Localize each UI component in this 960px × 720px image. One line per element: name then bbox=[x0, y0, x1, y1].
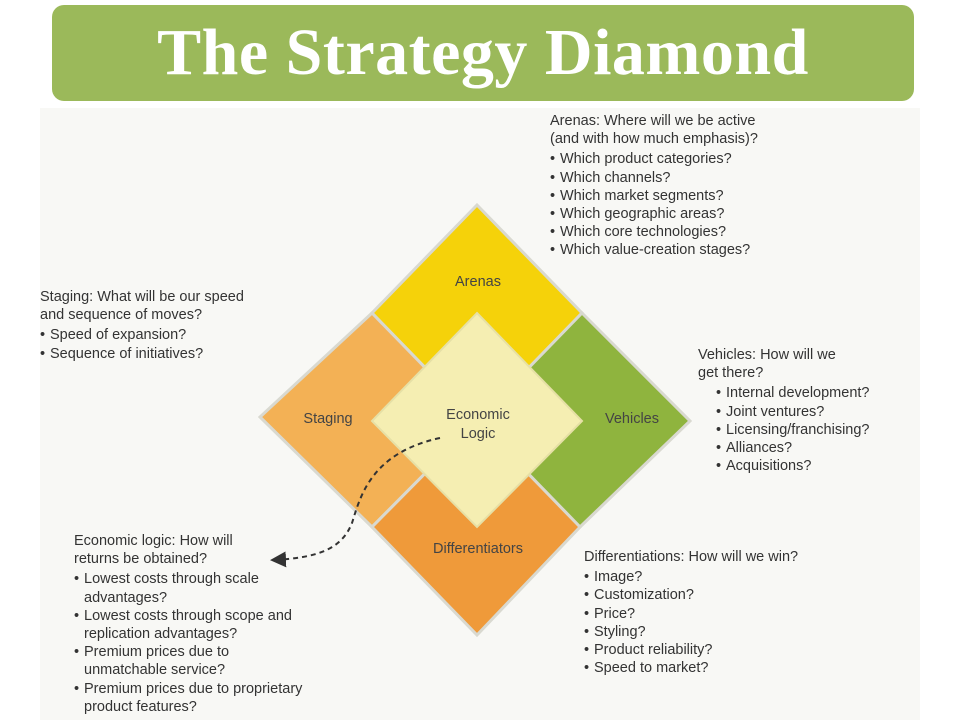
arenas-label: Arenas bbox=[455, 274, 501, 290]
strategy-diamond-figure: Arenas Staging Vehicles Differentiators … bbox=[40, 108, 920, 720]
list-item: Which core technologies? bbox=[550, 223, 910, 241]
list-item: Which market segments? bbox=[550, 187, 910, 205]
economic-logic-note-list: Lowest costs through scale advantages? L… bbox=[74, 570, 404, 716]
list-item: Image? bbox=[584, 568, 904, 586]
staging-note-list: Speed of expansion? Sequence of initiati… bbox=[40, 326, 340, 363]
economic-logic-arrow bbox=[270, 437, 441, 568]
list-item: Alliances? bbox=[716, 439, 920, 457]
list-item: Lowest costs through scale advantages? bbox=[74, 570, 404, 606]
economic-logic-label-line2: Logic bbox=[461, 426, 496, 442]
staging-note-heading: Staging: What will be our speed and sequ… bbox=[40, 289, 244, 324]
arenas-note-heading: Arenas: Where will we be active (and wit… bbox=[550, 113, 758, 148]
title-banner: The Strategy Diamond bbox=[52, 5, 914, 101]
list-item: Styling? bbox=[584, 623, 904, 641]
arenas-note-list: Which product categories? Which channels… bbox=[550, 150, 910, 259]
list-item: Speed to market? bbox=[584, 659, 904, 677]
list-item: Acquisitions? bbox=[716, 457, 920, 475]
list-item: Speed of expansion? bbox=[40, 326, 340, 344]
staging-label: Staging bbox=[303, 411, 352, 427]
list-item: Joint ventures? bbox=[716, 403, 920, 421]
vehicles-note-list: Internal development? Joint ventures? Li… bbox=[716, 384, 920, 475]
vehicles-label: Vehicles bbox=[605, 411, 659, 427]
differentiators-note-heading: Differentiations: How will we win? bbox=[584, 549, 799, 565]
differentiators-note: Differentiations: How will we win? Image… bbox=[584, 548, 904, 678]
differentiators-label: Differentiators bbox=[433, 541, 523, 557]
list-item: Licensing/franchising? bbox=[716, 421, 920, 439]
list-item: Premium prices due to proprietary produc… bbox=[74, 680, 404, 716]
list-item: Customization? bbox=[584, 586, 904, 604]
list-item: Which channels? bbox=[550, 169, 910, 187]
list-item: Which geographic areas? bbox=[550, 205, 910, 223]
staging-note: Staging: What will be our speed and sequ… bbox=[40, 288, 340, 363]
economic-logic-note: Economic logic: How will returns be obta… bbox=[74, 532, 404, 716]
list-item: Which value-creation stages? bbox=[550, 241, 910, 259]
list-item: Internal development? bbox=[716, 384, 920, 402]
list-item: Sequence of initiatives? bbox=[40, 345, 340, 363]
list-item: Price? bbox=[584, 605, 904, 623]
arenas-note: Arenas: Where will we be active (and wit… bbox=[550, 112, 910, 260]
list-item: Which product categories? bbox=[550, 150, 910, 168]
economic-logic-diamond bbox=[370, 311, 584, 529]
vehicles-note: Vehicles: How will we get there? Interna… bbox=[698, 346, 920, 476]
differentiators-note-list: Image? Customization? Price? Styling? Pr… bbox=[584, 568, 904, 677]
diamond-diagram: Arenas Staging Vehicles Differentiators … bbox=[257, 202, 693, 638]
economic-logic-note-heading: Economic logic: How will returns be obta… bbox=[74, 533, 233, 568]
economic-logic-label-line1: Economic bbox=[446, 407, 510, 423]
list-item: Lowest costs through scope and replicati… bbox=[74, 607, 404, 643]
vehicles-note-heading: Vehicles: How will we get there? bbox=[698, 347, 836, 382]
page-title: The Strategy Diamond bbox=[157, 16, 809, 89]
list-item: Product reliability? bbox=[584, 641, 904, 659]
list-item: Premium prices due to unmatchable servic… bbox=[74, 643, 404, 679]
